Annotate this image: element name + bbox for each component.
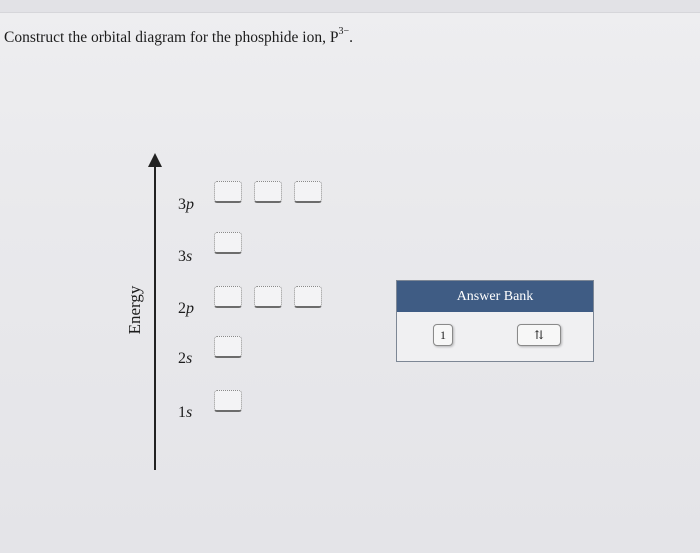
question-text: Construct the orbital diagram for the ph… xyxy=(4,26,353,47)
orbital-box-3s[interactable] xyxy=(214,232,242,254)
energy-axis xyxy=(154,160,156,470)
orbital-box-2s[interactable] xyxy=(214,336,242,358)
ion-charge: 3− xyxy=(338,26,350,37)
sublevel-n: 3 xyxy=(178,248,186,265)
sublevel-label-2s: 2s xyxy=(178,350,192,368)
orbital-box-3p-2[interactable] xyxy=(254,181,282,203)
orbital-box-2p-2[interactable] xyxy=(254,286,282,308)
orbital-box-2p-3[interactable] xyxy=(294,286,322,308)
sublevel-l: s xyxy=(186,404,193,421)
orbital-box-1s[interactable] xyxy=(214,390,242,412)
answer-bank-title: Answer Bank xyxy=(397,281,593,312)
answer-bank-body: 1 ⇅ xyxy=(397,312,593,361)
question-main: Construct the orbital diagram for the ph… xyxy=(4,29,339,47)
sublevel-n: 1 xyxy=(178,404,186,421)
sublevel-l: s xyxy=(186,350,193,367)
paired-arrows-tile[interactable]: ⇅ xyxy=(517,324,561,346)
sublevel-n: 3 xyxy=(178,196,186,213)
sublevel-l: s xyxy=(186,248,193,265)
top-bar xyxy=(0,0,700,13)
sublevel-label-3s: 3s xyxy=(178,248,192,266)
single-arrow-tile[interactable]: 1 xyxy=(433,324,453,346)
orbital-box-2p-1[interactable] xyxy=(214,286,242,308)
sublevel-label-2p: 2p xyxy=(178,300,194,318)
question-end: . xyxy=(349,29,353,47)
sublevel-l: p xyxy=(186,196,194,213)
answer-bank: Answer Bank 1 ⇅ xyxy=(396,280,594,362)
energy-label: Energy xyxy=(125,285,144,335)
sublevel-n: 2 xyxy=(178,350,186,367)
orbital-box-3p-1[interactable] xyxy=(214,181,242,203)
orbital-box-3p-3[interactable] xyxy=(294,181,322,203)
sublevel-label-1s: 1s xyxy=(178,404,192,422)
sublevel-n: 2 xyxy=(178,300,186,317)
sublevel-label-3p: 3p xyxy=(178,196,194,214)
sublevel-l: p xyxy=(186,300,194,317)
